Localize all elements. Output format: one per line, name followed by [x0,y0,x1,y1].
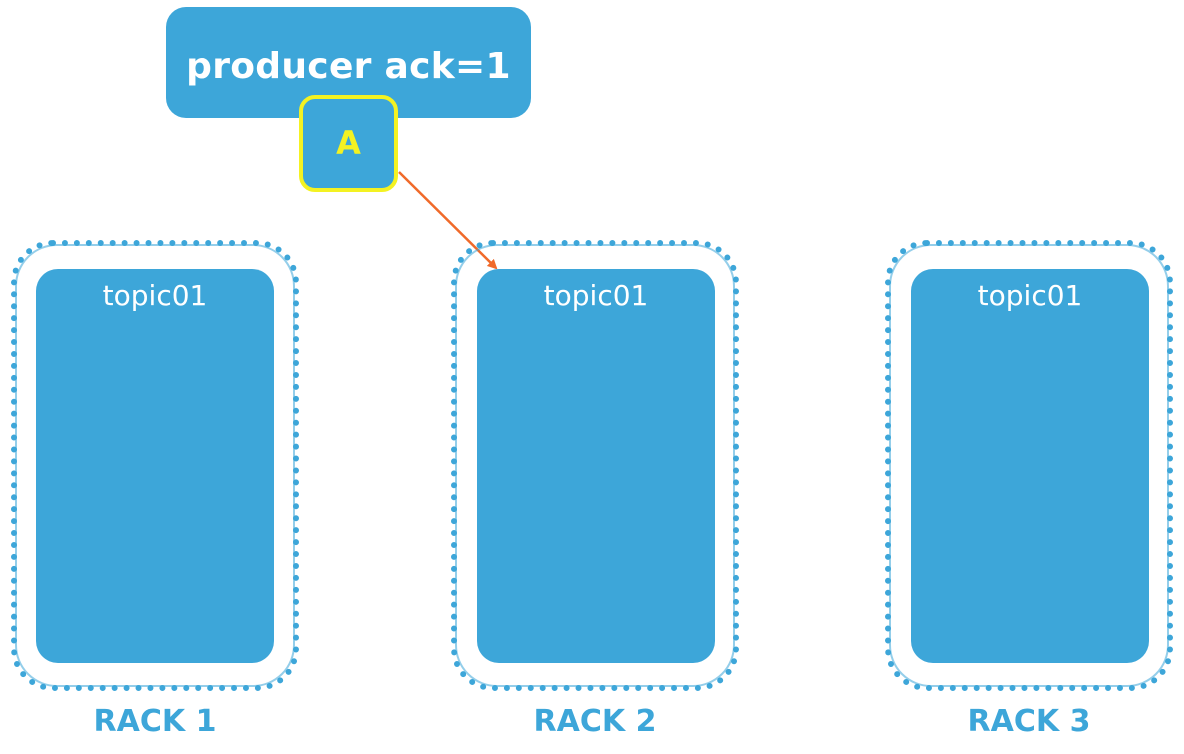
rack-frame-3 [885,240,1173,691]
rack-label-3: RACK 3 [967,704,1091,739]
topic-box-2: topic01 [477,269,715,663]
topic-box-1: topic01 [36,269,274,663]
rack-frame-1 [11,240,299,691]
producer-label: producer ack=1 [186,46,511,87]
message-a: A [299,95,398,192]
message-label: A [336,124,361,162]
topic-label-2: topic01 [543,279,649,312]
topic-box-3: topic01 [911,269,1149,663]
topic-label-1: topic01 [102,279,208,312]
rack-label-2: RACK 2 [533,704,657,739]
rack-frame-2 [451,240,739,691]
topic-label-3: topic01 [977,279,1083,312]
rack-label-1: RACK 1 [93,704,217,739]
